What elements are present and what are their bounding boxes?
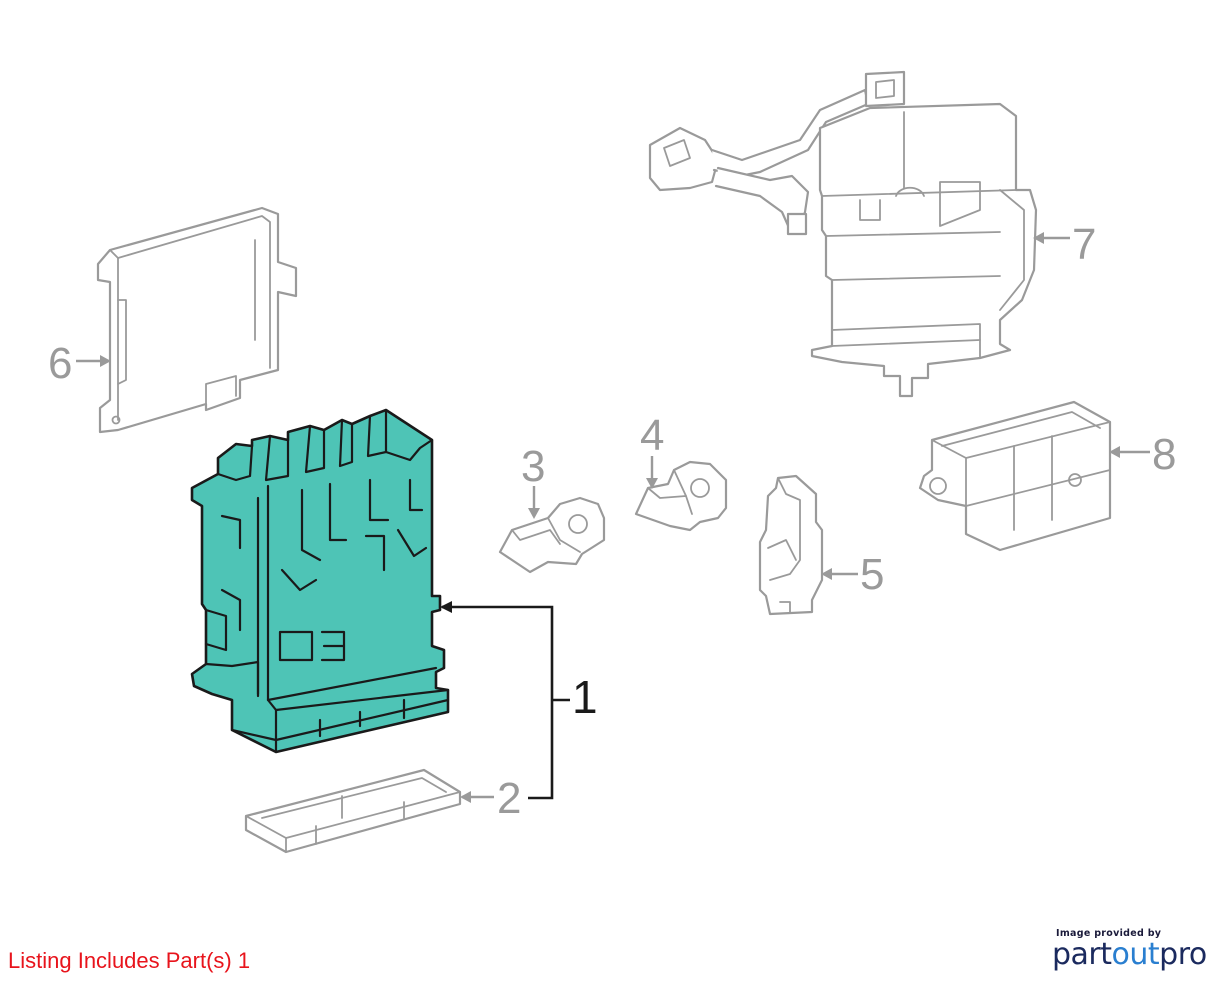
callout-5: 5	[860, 550, 884, 599]
callout-1: 1	[572, 671, 598, 723]
listing-note: Listing Includes Part(s) 1	[8, 948, 251, 973]
brand-wordmark: partoutpro	[1052, 937, 1212, 972]
part-8-relay-block	[918, 400, 1112, 552]
part-1-body-control-module	[190, 408, 450, 754]
brand-wordmark-out: out	[1111, 937, 1160, 972]
leader-lines	[76, 232, 1150, 803]
brand-wordmark-pro: pro	[1159, 937, 1207, 972]
callout-6: 6	[48, 339, 72, 388]
callout-7: 7	[1072, 220, 1096, 269]
brand-caption: Image provided by	[1056, 928, 1162, 939]
callout-8: 8	[1152, 430, 1176, 479]
part-4-sensor	[634, 460, 728, 532]
callout-2: 2	[497, 774, 521, 823]
part-2-tray	[244, 768, 462, 854]
brand-logo[interactable]: Image provided by partoutpro	[1052, 928, 1212, 972]
part-5-bracket	[758, 474, 824, 616]
part-7-junction-block	[648, 70, 1038, 398]
part-6-module	[96, 206, 298, 434]
callout-3: 3	[521, 442, 545, 491]
part-3-sensor-bracket	[498, 496, 606, 574]
brand-wordmark-part: part	[1052, 937, 1112, 972]
callout-4: 4	[640, 411, 664, 460]
